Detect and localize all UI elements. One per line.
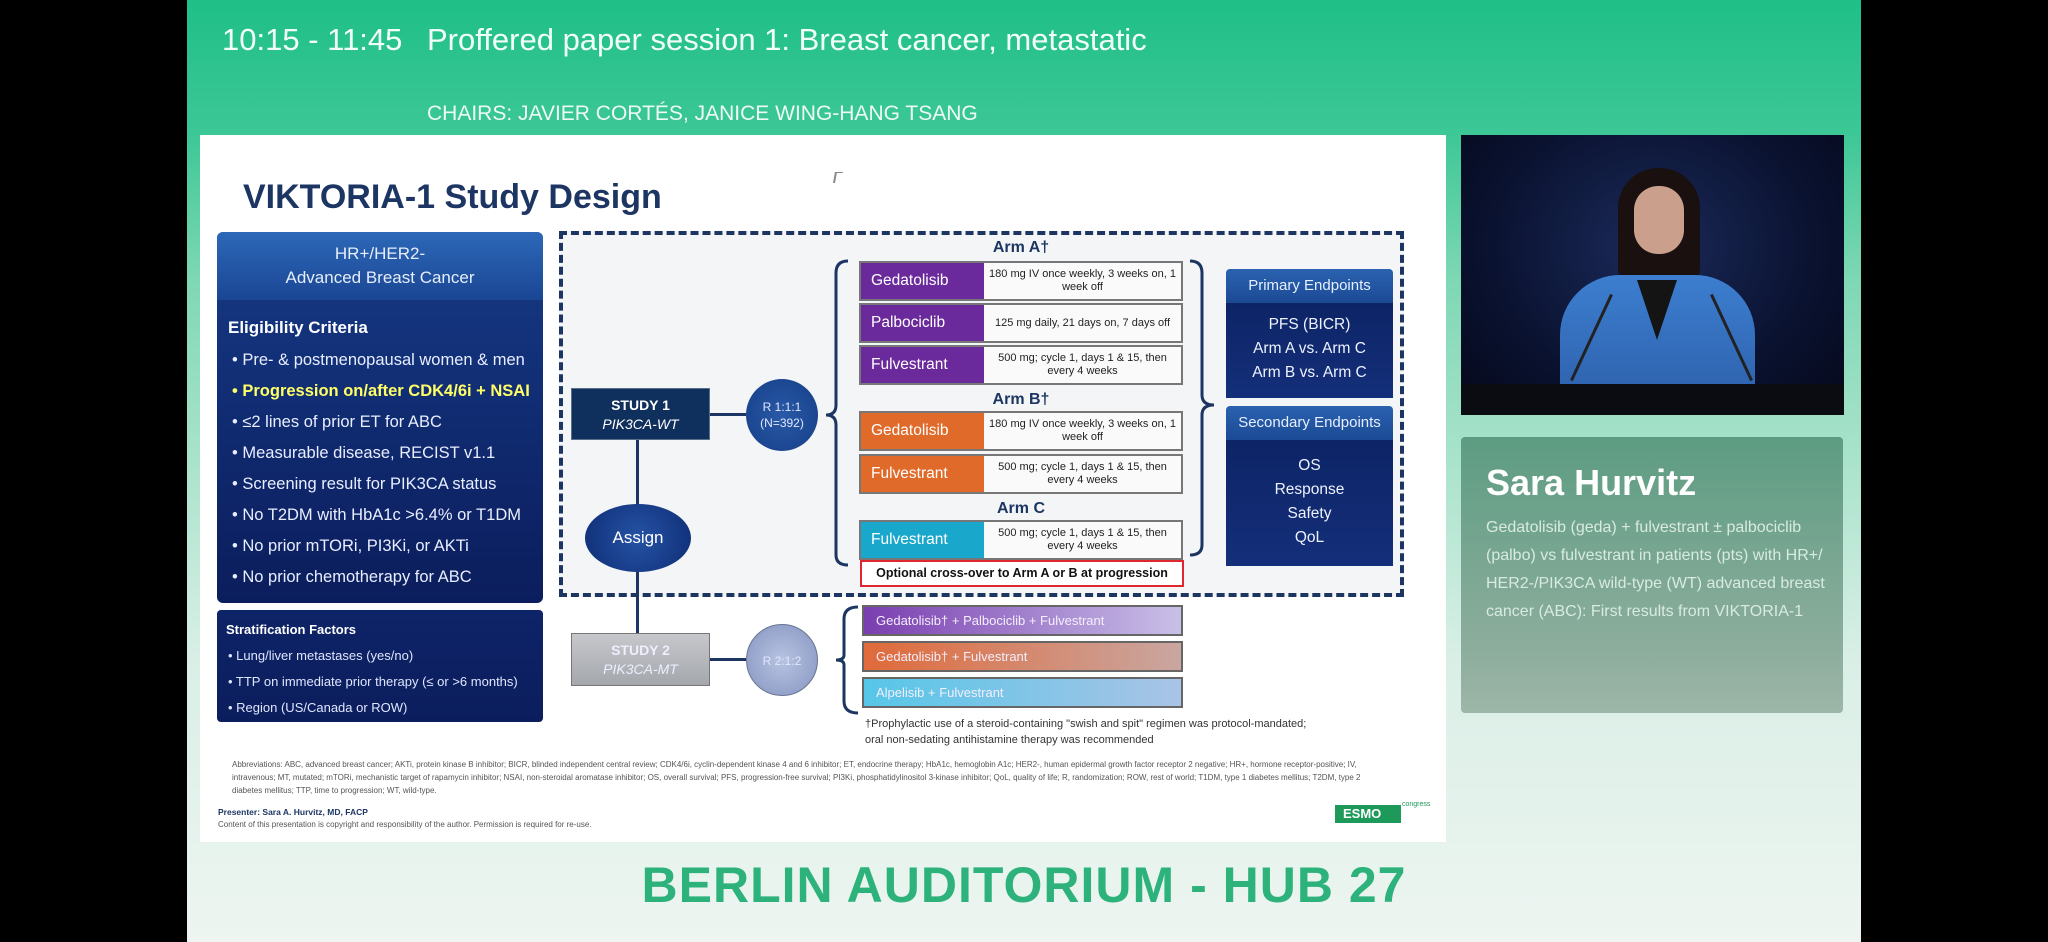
- endpoint-item: Safety: [1287, 505, 1332, 522]
- drug-name: Fulvestrant: [861, 522, 984, 558]
- drug-dose: 180 mg IV once weekly, 3 weeks on, 1 wee…: [989, 418, 1176, 443]
- crossover-note: Optional cross-over to Arm A or B at pro…: [860, 560, 1184, 587]
- randomization-circle-2: R 2:1:2: [746, 624, 818, 696]
- endpoint-item: Arm B vs. Arm C: [1252, 364, 1367, 381]
- drug-dose: 500 mg; cycle 1, days 1 & 15, then every…: [998, 527, 1167, 552]
- study1-cohort: PIK3CA-WT: [602, 416, 679, 432]
- drug-name: Gedatolisib: [861, 413, 984, 449]
- eligibility-item: • No prior chemotherapy for ABC: [232, 568, 472, 586]
- eligibility-item: • ≤2 lines of prior ET for ABC: [232, 413, 442, 431]
- talk-description: Gedatolisib (geda) + fulvestrant ± palbo…: [1486, 519, 1825, 620]
- eligibility-item: • No T2DM with HbA1c >6.4% or T1DM: [232, 506, 521, 524]
- secondary-endpoints-title: Secondary Endpoints: [1226, 406, 1393, 440]
- study1-box: STUDY 1 PIK3CA-WT: [571, 388, 710, 440]
- drug-dose: 500 mg; cycle 1, days 1 & 15, then every…: [998, 461, 1167, 486]
- population-line: Advanced Breast Cancer: [285, 268, 475, 287]
- drug-dose: 125 mg daily, 21 days on, 7 days off: [994, 316, 1171, 329]
- study2-arm: Gedatolisib† + Fulvestrant: [862, 641, 1183, 672]
- study2-cohort: PIK3CA-MT: [603, 661, 678, 677]
- primary-endpoints: PFS (BICR) Arm A vs. Arm C Arm B vs. Arm C: [1226, 303, 1393, 398]
- arm-c-row: Fulvestrant 500 mg; cycle 1, days 1 & 15,…: [859, 520, 1183, 560]
- eligibility-item: • Pre- & postmenopausal women & men: [232, 351, 525, 369]
- arm-a-row: Palbociclib 125 mg daily, 21 days on, 7 d…: [859, 303, 1183, 343]
- location-label: BERLIN AUDITORIUM - HUB 27: [641, 857, 1407, 913]
- endpoint-item: OS: [1298, 457, 1321, 474]
- session-chairs: CHAIRS: JAVIER CORTÉS, JANICE WING-HANG …: [427, 102, 978, 125]
- footnote: †Prophylactic use of a steroid-containin…: [865, 718, 1307, 730]
- abbreviations: Abbreviations: ABC, advanced breast canc…: [232, 760, 1361, 795]
- speaker-face: [1634, 186, 1684, 254]
- arrow-right-icon: [710, 658, 746, 661]
- arm-b-label: Arm B†: [992, 391, 1050, 408]
- stratification-title: Stratification Factors: [226, 622, 357, 637]
- primary-endpoints-title: Primary Endpoints: [1226, 269, 1393, 303]
- rand-n: (N=392): [760, 416, 804, 430]
- stratification-item: • TTP on immediate prior therapy (≤ or >…: [228, 674, 518, 689]
- rand-ratio: R 1:1:1: [762, 400, 802, 414]
- study1-name: STUDY 1: [611, 397, 670, 413]
- arm-a-label: Arm A†: [992, 239, 1050, 256]
- study2-box: STUDY 2 PIK3CA-MT: [571, 633, 710, 686]
- session-time: 10:15 - 11:45: [222, 22, 403, 57]
- study2-name: STUDY 2: [611, 642, 670, 658]
- footnote: oral non-sedating antihistamine therapy …: [865, 734, 1154, 746]
- population-header: HR+/HER2- Advanced Breast Cancer: [217, 232, 543, 300]
- eligibility-item: • Progression on/after CDK4/6i + NSAI: [232, 382, 530, 400]
- arm-c-label: Arm C: [996, 500, 1045, 517]
- speaker-card: [1461, 437, 1843, 713]
- endpoint-item: QoL: [1294, 529, 1325, 546]
- eligibility-item: • Screening result for PIK3CA status: [232, 475, 497, 493]
- bracket-icon: [825, 259, 1215, 715]
- arm-b-row: Fulvestrant 500 mg; cycle 1, days 1 & 15,…: [859, 454, 1183, 494]
- endpoint-item: PFS (BICR): [1268, 316, 1351, 333]
- population-line: HR+/HER2-: [334, 244, 426, 263]
- arm-a-row: Fulvestrant 500 mg; cycle 1, days 1 & 15,…: [859, 345, 1183, 385]
- study2-arm: Alpelisib + Fulvestrant: [862, 677, 1183, 708]
- podium: [1461, 384, 1844, 415]
- copyright-note: Content of this presentation is copyrigh…: [218, 820, 592, 829]
- drug-dose: 180 mg IV once weekly, 3 weeks on, 1 wee…: [989, 268, 1176, 293]
- drug-name: Palbociclib: [861, 305, 984, 341]
- endpoint-item: Arm A vs. Arm C: [1253, 340, 1366, 357]
- drug-name: Gedatolisib: [861, 263, 984, 299]
- eligibility-item: • No prior mTORi, PI3Ki, or AKTi: [232, 537, 469, 555]
- drug-dose: 500 mg; cycle 1, days 1 & 15, then every…: [998, 352, 1167, 377]
- slide-title: VIKTORIA-1 Study Design: [243, 178, 662, 216]
- study2-arm: Gedatolisib† + Palbociclib + Fulvestrant: [862, 605, 1183, 636]
- speaker-name: Sara Hurvitz: [1486, 462, 1697, 503]
- esmo-logo-sub: congress: [1402, 801, 1431, 808]
- assign-ellipse: Assign: [585, 504, 691, 572]
- drug-name: Fulvestrant: [861, 347, 984, 383]
- endpoint-item: Response: [1274, 481, 1345, 498]
- stratification-item: • Region (US/Canada or ROW): [228, 700, 408, 715]
- arrow-right-icon: [710, 413, 746, 416]
- drug-name: Fulvestrant: [861, 456, 984, 492]
- session-title: Proffered paper session 1: Breast cancer…: [427, 22, 1147, 57]
- stratification-panel: [217, 610, 543, 722]
- presenter-credit: Presenter: Sara A. Hurvitz, MD, FACP: [218, 807, 368, 817]
- eligibility-title: Eligibility Criteria: [228, 318, 368, 337]
- stratification-item: • Lung/liver metastases (yes/no): [228, 648, 414, 663]
- esmo-logo: ESMO: [1335, 805, 1401, 823]
- eligibility-item: • Measurable disease, RECIST v1.1: [232, 444, 496, 462]
- randomization-circle: R 1:1:1 (N=392): [746, 379, 818, 451]
